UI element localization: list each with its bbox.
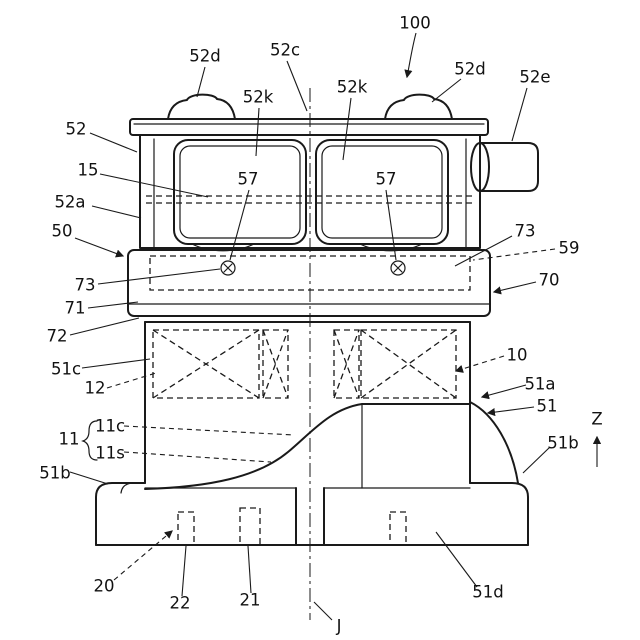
leader-lines xyxy=(69,32,556,621)
ref-label-11s: 11s xyxy=(95,444,125,463)
ref-label-51b-right: 51b xyxy=(547,434,578,453)
ref-label-11c: 11c xyxy=(95,417,125,436)
cap-right xyxy=(384,93,453,120)
top-rail xyxy=(129,118,489,136)
ref-label-71: 71 xyxy=(65,299,86,318)
ref-label-20: 20 xyxy=(94,577,115,596)
cap-left xyxy=(167,93,236,120)
ref-label-52c: 52c xyxy=(270,41,300,60)
ref-label-21: 21 xyxy=(240,591,261,610)
ref-label-73-right: 73 xyxy=(515,222,536,241)
ref-label-57-right: 57 xyxy=(376,170,397,189)
ref-label-50: 50 xyxy=(52,222,73,241)
ref-label-70: 70 xyxy=(539,271,560,290)
ref-label-52d-right: 52d xyxy=(454,60,485,79)
ref-label-12: 12 xyxy=(85,379,106,398)
x-brace-right xyxy=(360,329,457,399)
screw-left xyxy=(220,260,236,276)
ref-label-51c: 51c xyxy=(51,360,81,379)
ref-label-51: 51 xyxy=(537,397,558,416)
ref-label-51a: 51a xyxy=(524,375,555,394)
x-brace-left xyxy=(152,329,260,399)
ref-label-73-left: 73 xyxy=(75,276,96,295)
ref-label-59: 59 xyxy=(559,239,580,258)
ref-label-Z: Z xyxy=(591,410,602,429)
lower-body xyxy=(144,321,519,546)
brace-11 xyxy=(81,420,98,461)
mid-flange-band xyxy=(127,249,491,317)
ref-label-72: 72 xyxy=(47,327,68,346)
ref-label-52k-left: 52k xyxy=(243,88,274,107)
ref-label-100: 100 xyxy=(399,14,431,33)
x-brace-center-left xyxy=(262,329,289,399)
ref-label-52: 52 xyxy=(66,120,87,139)
ref-label-11: 11 xyxy=(59,430,80,449)
ref-label-52k-right: 52k xyxy=(337,78,368,97)
ref-label-15: 15 xyxy=(78,161,99,180)
ref-label-51d: 51d xyxy=(472,583,503,602)
ref-label-52d-left: 52d xyxy=(189,47,220,66)
ref-label-51b-left: 51b xyxy=(39,464,70,483)
ref-label-52a: 52a xyxy=(54,193,85,212)
ref-label-J: J xyxy=(336,617,342,636)
x-brace-center-right xyxy=(333,329,360,399)
base-flange xyxy=(95,482,529,546)
ref-label-57-left: 57 xyxy=(238,170,259,189)
side-cylinder xyxy=(470,142,539,192)
ref-label-22: 22 xyxy=(170,594,191,613)
ref-label-10: 10 xyxy=(507,346,528,365)
screw-right xyxy=(390,260,406,276)
ref-label-52e: 52e xyxy=(519,68,550,87)
